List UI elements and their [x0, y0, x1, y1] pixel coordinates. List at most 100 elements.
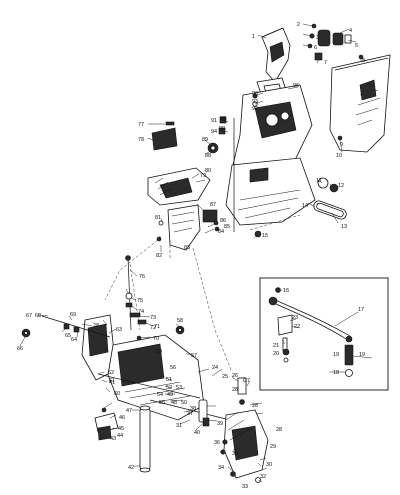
- callout-9: 9: [340, 142, 343, 148]
- callout-67: 67: [26, 313, 32, 319]
- callout-19b: 19: [333, 352, 339, 358]
- callout-53: 53: [176, 385, 182, 391]
- lower-swivel-bracket: [156, 204, 220, 251]
- callout-29: 29: [270, 444, 276, 450]
- callout-34: 34: [218, 465, 224, 471]
- callout-76: 76: [139, 274, 145, 280]
- callout-10: 10: [336, 153, 342, 159]
- drive-shaft-housing: [225, 84, 316, 226]
- callout-7: 7: [324, 60, 327, 66]
- callout-85: 85: [224, 224, 230, 230]
- callout-96: 96: [293, 83, 299, 89]
- callout-8: 8: [362, 58, 365, 64]
- clamp-bracket-78: [151, 127, 178, 151]
- callout-93: 93: [252, 99, 258, 105]
- callout-13: 13: [341, 224, 347, 230]
- callout-94: 94: [211, 129, 217, 135]
- callout-22: 22: [294, 324, 300, 330]
- callout-32: 32: [260, 474, 266, 480]
- callout-84: 84: [218, 229, 224, 235]
- tilt-tube-part: [139, 405, 151, 473]
- callout-24: 24: [212, 365, 218, 371]
- callout-41: 41: [109, 380, 115, 386]
- callout-11: 11: [316, 178, 322, 184]
- callout-19: 19: [359, 352, 365, 358]
- callout-18: 18: [333, 370, 339, 376]
- callout-91: 91: [211, 118, 217, 124]
- callout-25: 25: [222, 374, 228, 380]
- callout-88: 88: [205, 153, 211, 159]
- callout-50: 50: [181, 400, 187, 406]
- callout-68: 68: [35, 313, 41, 319]
- callout-35: 35: [232, 451, 238, 457]
- callout-49: 49: [167, 392, 173, 398]
- callout-65: 65: [65, 333, 71, 339]
- callout-78: 78: [138, 137, 144, 143]
- callout-90b: 90: [219, 126, 225, 132]
- callout-56: 56: [170, 365, 176, 371]
- gasket-ring-13: [313, 200, 347, 220]
- callout-38: 38: [190, 406, 196, 412]
- callout-28d: 28: [276, 427, 282, 433]
- callout-43: 43: [110, 436, 116, 442]
- callout-31: 31: [176, 423, 182, 429]
- callout-64: 64: [71, 337, 77, 343]
- callout-75: 75: [137, 298, 143, 304]
- callout-61: 61: [109, 378, 115, 384]
- leader-lines: [19, 23, 373, 483]
- stern-bracket-right: [220, 409, 269, 483]
- callout-77: 77: [138, 122, 144, 128]
- callout-2: 2: [297, 22, 300, 28]
- inset-steering-link: [259, 277, 389, 391]
- callout-21: 21: [273, 343, 279, 349]
- callout-59: 59: [156, 349, 162, 355]
- callout-60: 60: [114, 391, 120, 397]
- callout-40: 40: [194, 430, 200, 436]
- callout-15: 15: [262, 233, 268, 239]
- callout-62: 62: [108, 370, 114, 376]
- callout-45: 45: [118, 426, 124, 432]
- callout-33: 33: [242, 484, 248, 490]
- callout-54: 54: [157, 392, 163, 398]
- side-cover-part: [329, 54, 391, 153]
- callout-39: 39: [217, 421, 223, 427]
- callout-14: 14: [302, 203, 308, 209]
- callout-79: 79: [200, 173, 206, 179]
- callout-57: 57: [191, 353, 197, 359]
- tilt-adjust-parts: [198, 377, 247, 427]
- callout-80: 80: [205, 168, 211, 174]
- callout-28c: 28: [252, 403, 258, 409]
- callout-66: 66: [17, 346, 23, 352]
- callout-52: 52: [166, 385, 172, 391]
- callout-69: 69: [70, 312, 76, 318]
- grommet-part: [317, 29, 352, 47]
- callout-51: 51: [166, 377, 172, 383]
- callout-72: 72: [150, 325, 156, 331]
- callout-87: 87: [210, 202, 216, 208]
- callout-28b: 28: [232, 387, 238, 393]
- callout-12: 12: [338, 183, 344, 189]
- callout-4: 4: [349, 28, 352, 34]
- callout-71: 71: [154, 324, 160, 330]
- callout-47: 47: [126, 408, 132, 414]
- callout-27: 27: [244, 378, 250, 384]
- callout-92: 92: [252, 106, 258, 112]
- swivel-plate-part: [147, 167, 211, 206]
- callout-46: 46: [119, 415, 125, 421]
- callout-70: 70: [153, 336, 159, 342]
- callout-86: 86: [220, 218, 226, 224]
- callout-58: 58: [177, 318, 183, 324]
- callout-42: 42: [128, 465, 134, 471]
- callout-23: 23: [292, 315, 298, 321]
- callout-82: 82: [156, 253, 162, 259]
- callout-83: 83: [184, 245, 190, 251]
- callout-16: 16: [283, 288, 289, 294]
- callout-20: 20: [273, 351, 279, 357]
- callout-74: 74: [138, 309, 144, 315]
- callout-1: 1: [252, 34, 255, 40]
- stern-bracket-left: [21, 314, 117, 381]
- callout-36: 36: [214, 440, 220, 446]
- callout-3: 3: [316, 35, 319, 41]
- exhaust-tube-part: [261, 27, 291, 83]
